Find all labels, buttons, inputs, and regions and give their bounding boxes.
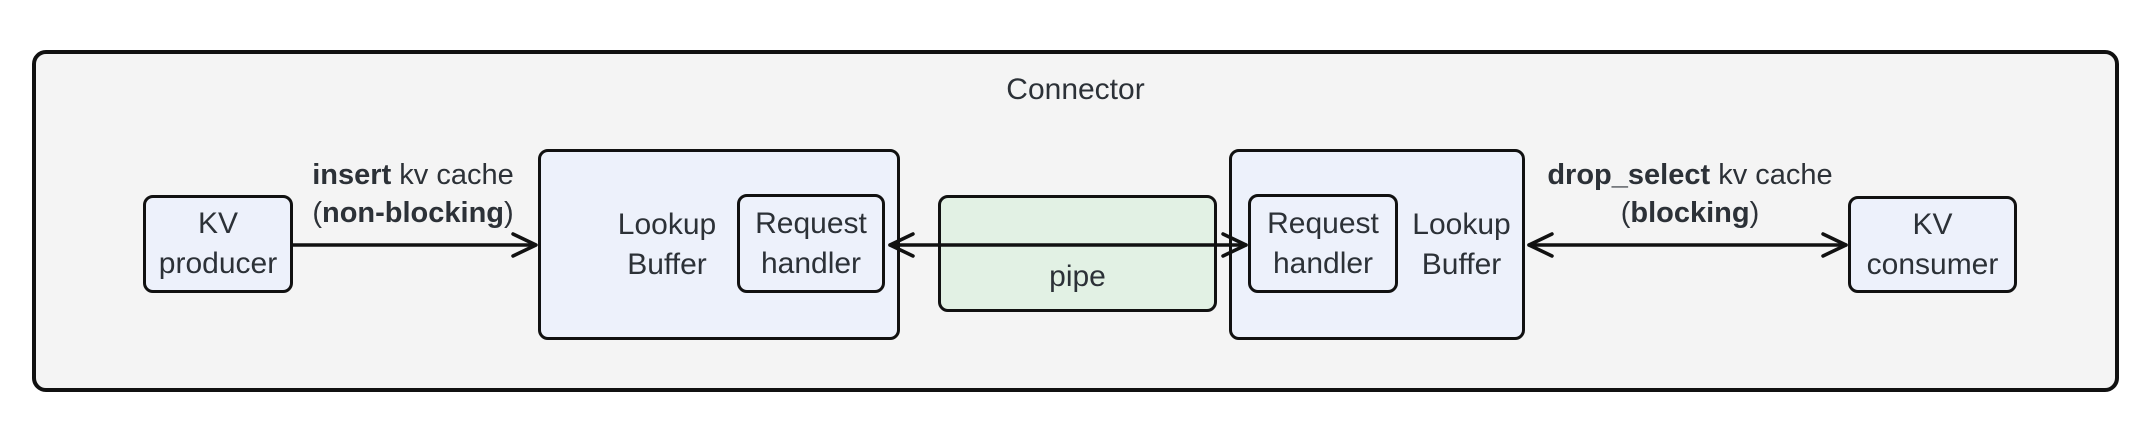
insert-edge-label-line1: insert kv cache (280, 156, 546, 194)
drop-select-arrow (1527, 232, 1848, 258)
kv-consumer-label-line1: KV (1912, 207, 1953, 241)
pipe-arrow (888, 232, 1248, 258)
request-handler-right-label-line1: Request (1267, 206, 1379, 240)
insert-edge-label-line2: (non-blocking) (280, 194, 546, 232)
pipe-arrowhead-right (1221, 232, 1248, 258)
insert-edge-label: insert kv cache (non-blocking) (280, 156, 546, 232)
lookup-buffer-left-label-line1: Lookup (617, 207, 717, 241)
pipe-arrowhead-left (888, 232, 915, 258)
drop-select-paren-close: ) (1749, 197, 1760, 229)
request-handler-left-label-line1: Request (755, 206, 867, 240)
insert-arrow (290, 232, 538, 258)
drop-select-object: kv cache (1710, 159, 1833, 191)
drop-select-arrowhead-left (1527, 232, 1554, 258)
drop-select-paren-open: ( (1620, 197, 1631, 229)
insert-paren-open: ( (312, 197, 322, 229)
request-handler-right-label-line2: handler (1272, 246, 1374, 280)
lookup-buffer-left-label-line2: Buffer (627, 247, 707, 281)
connector-title: Connector (1006, 73, 1145, 106)
insert-mode: non-blocking (321, 197, 505, 229)
lookup-buffer-right-label-line1: Lookup (1412, 207, 1511, 241)
kv-producer-label-line1: KV (197, 207, 239, 240)
drop-select-edge-label-line2: (blocking) (1522, 194, 1858, 232)
insert-arrowhead-right (511, 232, 538, 258)
lookup-buffer-right-node: Request handler Lookup Buffer (1229, 149, 1525, 340)
kv-producer-label-line2: producer (158, 247, 278, 280)
request-handler-left-node: Request handler (737, 194, 885, 293)
kv-consumer-node: KV consumer (1848, 196, 2017, 293)
drop-select-arrowhead-right (1821, 232, 1848, 258)
drop-select-edge-label: drop_select kv cache (blocking) (1522, 156, 1858, 232)
request-handler-right-node: Request handler (1248, 194, 1398, 293)
request-handler-left-label-line2: handler (760, 246, 862, 280)
drop-select-mode: blocking (1630, 197, 1750, 229)
insert-object: kv cache (391, 159, 514, 191)
insert-paren-close: ) (504, 197, 514, 229)
lookup-buffer-left-label: Lookup Buffer (593, 152, 741, 337)
kv-consumer-label-line2: consumer (1866, 247, 1999, 281)
drop-select-operation: drop_select (1547, 159, 1711, 191)
lookup-buffer-left-node: Lookup Buffer Request handler (538, 149, 900, 340)
kv-producer-node: KV producer (143, 195, 293, 293)
pipe-label: pipe (1049, 260, 1106, 293)
lookup-buffer-right-label: Lookup Buffer (1398, 152, 1525, 337)
lookup-buffer-right-label-line2: Buffer (1421, 247, 1502, 281)
drop-select-edge-label-line1: drop_select kv cache (1522, 156, 1858, 194)
insert-operation: insert (312, 159, 392, 191)
pipe-node: pipe (938, 195, 1217, 312)
